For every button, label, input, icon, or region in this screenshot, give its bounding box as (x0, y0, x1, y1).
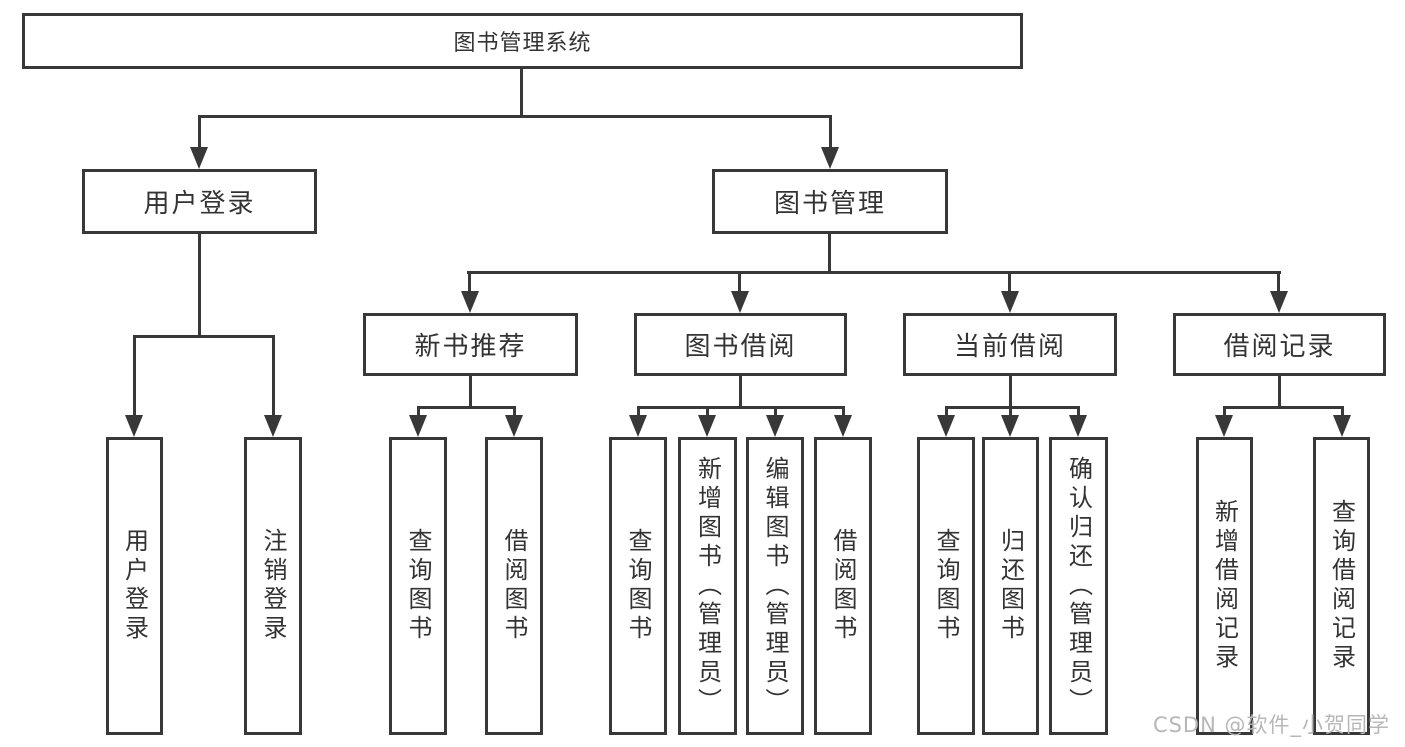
leaf-add-books-admin: 新增图书（管理员） (678, 437, 737, 735)
arrow-down-icon (731, 291, 749, 313)
connector-line (706, 406, 709, 418)
connector-line (1077, 406, 1080, 418)
connector-line (467, 271, 1281, 274)
connector-line (842, 406, 845, 418)
arrow-down-icon (1333, 415, 1351, 437)
node-book-borrowing: 图书借阅 (634, 313, 847, 376)
connector-line (468, 271, 471, 293)
connector-line (1223, 406, 1226, 418)
node-library-system: 图书管理系统 (22, 13, 1023, 69)
node-label: 借阅图书 (500, 528, 528, 644)
leaf-borrow-books-recommend: 借阅图书 (485, 437, 543, 735)
leaf-confirm-return-admin: 确认归还（管理员） (1049, 437, 1108, 735)
leaf-logout: 注销登录 (244, 437, 302, 735)
node-label: 查询借阅记录 (1327, 499, 1356, 673)
connector-line (198, 232, 201, 338)
node-label: 新增借阅记录 (1210, 499, 1239, 673)
node-label: 当前借阅 (953, 332, 1066, 362)
node-label: 借阅图书 (829, 528, 857, 644)
connector-line (637, 406, 845, 409)
connector-line (520, 67, 523, 117)
connector-line (828, 232, 831, 274)
node-user-login: 用户登录 (82, 169, 317, 234)
connector-line (774, 406, 777, 418)
connector-line (1008, 271, 1011, 293)
leaf-return-books: 归还图书 (982, 437, 1039, 735)
node-label: 查询图书 (404, 528, 432, 644)
node-label: 用户登录 (120, 528, 149, 644)
leaf-edit-books-admin: 编辑图书（管理员） (746, 437, 804, 735)
connector-line (1009, 406, 1012, 418)
connector-line (829, 115, 832, 149)
connector-line (1341, 406, 1344, 418)
connector-line (637, 406, 640, 418)
node-label: 新书推荐 (414, 332, 527, 362)
arrow-down-icon (461, 291, 479, 313)
connector-line (513, 406, 516, 418)
connector-line (1009, 374, 1012, 409)
arrow-down-icon (264, 415, 282, 437)
arrow-down-icon (937, 415, 955, 437)
node-label: 查询图书 (624, 528, 652, 644)
leaf-borrow-books: 借阅图书 (814, 437, 872, 735)
node-book-management: 图书管理 (712, 169, 948, 234)
leaf-add-borrow-record: 新增借阅记录 (1196, 437, 1253, 735)
leaf-user-login: 用户登录 (106, 437, 163, 735)
connector-line (417, 406, 420, 418)
node-label: 归还图书 (996, 528, 1025, 644)
node-label: 借阅记录 (1223, 332, 1336, 362)
arrow-down-icon (1069, 415, 1087, 437)
connector-line (198, 115, 201, 149)
leaf-query-borrow-record: 查询借阅记录 (1313, 437, 1370, 735)
arrow-down-icon (766, 415, 784, 437)
arrow-down-icon (629, 415, 647, 437)
node-new-book-recommend: 新书推荐 (363, 313, 578, 376)
node-label: 用户登录 (143, 189, 256, 219)
arrow-down-icon (834, 415, 852, 437)
arrow-down-icon (125, 415, 143, 437)
connector-line (1277, 271, 1280, 293)
connector-line (272, 335, 275, 417)
connector-line (945, 406, 948, 418)
connector-line (1223, 406, 1344, 409)
arrow-down-icon (698, 415, 716, 437)
leaf-query-books-recommend: 查询图书 (389, 437, 447, 735)
node-borrowing-records: 借阅记录 (1173, 313, 1386, 376)
node-label: 图书借阅 (684, 332, 797, 362)
connector-line (738, 271, 741, 293)
arrow-down-icon (1001, 291, 1019, 313)
node-label: 图书管理系统 (453, 31, 592, 56)
connector-line (198, 115, 832, 118)
csdn-watermark: CSDN @软件_小贺同学 (1152, 713, 1390, 737)
arrow-down-icon (1270, 291, 1288, 313)
node-label: 图书管理 (773, 189, 886, 219)
arrow-down-icon (821, 147, 839, 169)
arrow-down-icon (409, 415, 427, 437)
node-label: 编辑图书（管理员） (761, 455, 789, 717)
connector-line (133, 335, 136, 417)
arrow-down-icon (1001, 415, 1019, 437)
node-label: 查询图书 (932, 528, 960, 644)
arrow-down-icon (505, 415, 523, 437)
leaf-query-books-current: 查询图书 (917, 437, 975, 735)
connector-line (417, 406, 516, 409)
arrow-down-icon (1215, 415, 1233, 437)
connector-line (739, 374, 742, 409)
node-label: 新增图书（管理员） (693, 455, 722, 717)
node-label: 注销登录 (259, 528, 287, 644)
connector-line (469, 374, 472, 409)
node-current-borrowing: 当前借阅 (903, 313, 1117, 376)
arrow-down-icon (190, 147, 208, 169)
node-label: 确认归还（管理员） (1064, 455, 1093, 717)
connector-line (133, 335, 275, 338)
connector-line (945, 406, 1080, 409)
connector-line (1278, 374, 1281, 409)
leaf-query-books-borrowing: 查询图书 (609, 437, 667, 735)
